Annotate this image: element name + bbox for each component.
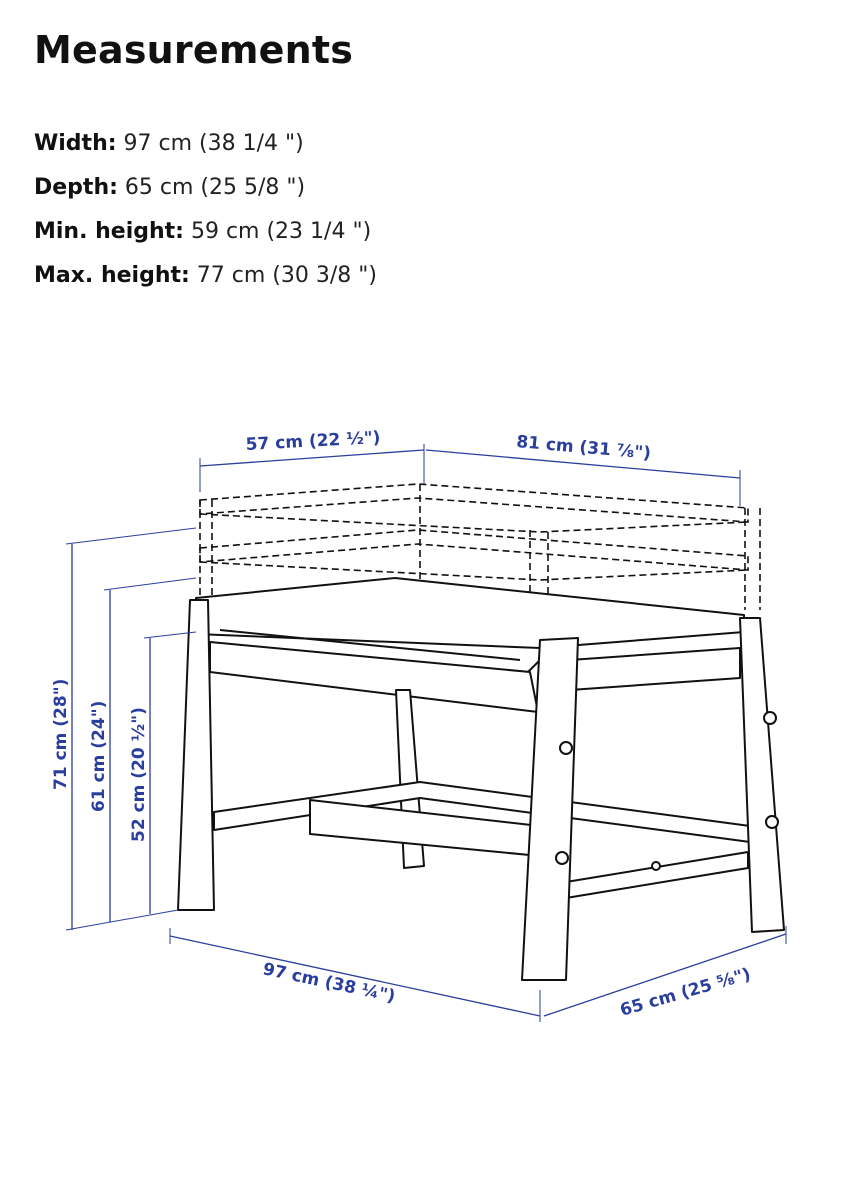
dimension-lines — [65, 444, 787, 1022]
height-min-label: 52 cm (20 ½") — [129, 707, 149, 842]
spec-label: Width: — [34, 131, 117, 156]
spec-list: Width: 97 cm (38 1/4 ") Depth: 65 cm (25… — [34, 122, 377, 298]
top-depth-label: 57 cm (22 ½") — [245, 428, 381, 455]
desk-dimension-drawing: 57 cm (22 ½") 81 cm (31 ⅞") 71 cm (28") … — [51, 428, 787, 1022]
spec-label: Min. height: — [34, 219, 184, 244]
desk-drawing — [177, 577, 785, 981]
page-title: Measurements — [34, 28, 354, 72]
top-width-label: 81 cm (31 ⅞") — [516, 432, 652, 464]
raised-top-outline — [199, 483, 761, 626]
spec-depth: Depth: 65 cm (25 5/8 ") — [34, 166, 377, 210]
depth-label: 65 cm (25 ⅝") — [618, 964, 753, 1020]
spec-label: Depth: — [34, 175, 118, 200]
spec-width: Width: 97 cm (38 1/4 ") — [34, 122, 377, 166]
width-label: 97 cm (38 ¼") — [261, 959, 397, 1007]
spec-value: 65 cm (25 5/8 ") — [124, 175, 306, 200]
spec-value: 59 cm (23 1/4 ") — [190, 219, 372, 244]
spec-max-height: Max. height: 77 cm (30 3/8 ") — [34, 254, 377, 298]
height-max-label: 71 cm (28") — [51, 679, 71, 790]
spec-min-height: Min. height: 59 cm (23 1/4 ") — [34, 210, 377, 254]
height-mid-label: 61 cm (24") — [89, 701, 109, 812]
spec-value: 97 cm (38 1/4 ") — [123, 131, 304, 156]
spec-value: 77 cm (30 3/8 ") — [196, 263, 377, 288]
spec-label: Max. height: — [34, 263, 190, 288]
